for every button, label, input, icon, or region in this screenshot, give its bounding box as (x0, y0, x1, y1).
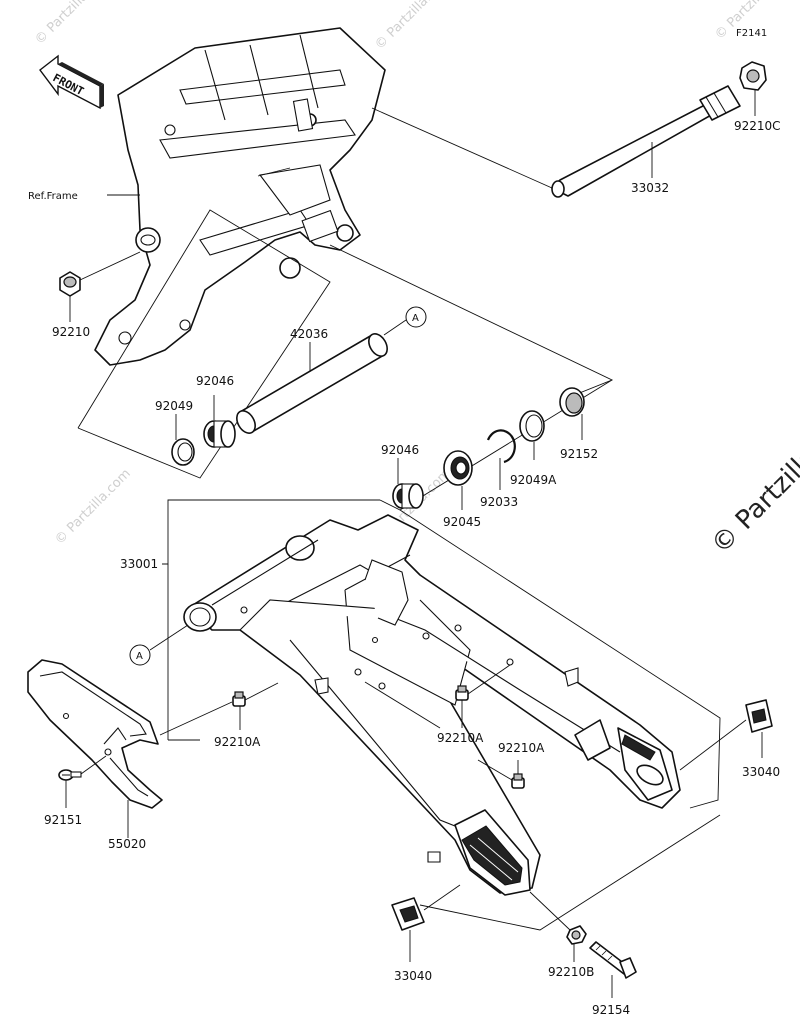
part-92210A-bolt-1 (232, 691, 246, 707)
callout-92151: 92151 (44, 813, 82, 827)
watermark: © Partzilla.com (32, 0, 114, 48)
callout-92049A: 92049A (510, 473, 557, 487)
part-33032-shaft (551, 85, 741, 198)
part-92046-left-bearing (203, 420, 236, 448)
part-92046-right-bearing (392, 483, 424, 509)
callout-92049: 92049 (155, 399, 193, 413)
watermark: © Partzilla.com (372, 0, 454, 53)
callout-42036: 42036 (290, 327, 328, 341)
frame-drawing (94, 27, 386, 366)
part-92045-bearing (443, 450, 473, 486)
callout-33032: 33032 (631, 181, 669, 195)
part-92210B-nut (566, 925, 587, 945)
part-92151-screw (58, 769, 82, 781)
callout-92210B: 92210B (548, 965, 594, 979)
callout-92046-left: 92046 (196, 374, 234, 388)
callout-92210: 92210 (52, 325, 90, 339)
part-33040-bottom-adjuster (391, 897, 425, 931)
part-92049A-seal (519, 410, 545, 442)
callout-92152: 92152 (560, 447, 598, 461)
callout-92210A-3: 92210A (498, 741, 545, 755)
callout-33040-right: 33040 (742, 765, 780, 779)
callout-92046-right: 92046 (381, 443, 419, 457)
callout-92210A-2: 92210A (437, 731, 484, 745)
front-arrow-icon: FRONT (39, 54, 104, 110)
svg-text:A: A (412, 313, 419, 324)
part-92152-collar (559, 387, 585, 417)
callout-33001: 33001 (120, 557, 158, 571)
svg-text:A: A (136, 651, 143, 662)
callout-92154: 92154 (592, 1003, 630, 1017)
callout-33040-bottom: 33040 (394, 969, 432, 983)
callout-92033: 92033 (480, 495, 518, 509)
ref-frame-label: Ref.Frame (28, 191, 78, 202)
part-92210A-bolt-2 (455, 685, 469, 701)
watermark-large: © Partzilla (706, 442, 800, 560)
marker-a-top: A (405, 306, 427, 328)
callout-92210A-1: 92210A (214, 735, 261, 749)
part-92049-seal (171, 438, 195, 466)
part-92154-bolt (589, 941, 637, 979)
callout-92045: 92045 (443, 515, 481, 529)
part-33040-right-adjuster (745, 699, 773, 733)
watermark: © Partzilla.com (52, 466, 134, 548)
callout-55020: 55020 (108, 837, 146, 851)
part-92210C-nut (739, 61, 767, 91)
part-55020-chain-guard (27, 659, 163, 809)
part-92210-nut (59, 271, 81, 297)
part-92210A-bolt-3 (511, 773, 525, 789)
part-92033-circlip (486, 429, 516, 464)
marker-a-bottom: A (129, 644, 151, 666)
figure-code: F2141 (736, 28, 767, 39)
callout-92210C: 92210C (734, 119, 781, 133)
part-33001-swingarm (183, 514, 681, 896)
part-42036-collar (236, 333, 388, 434)
